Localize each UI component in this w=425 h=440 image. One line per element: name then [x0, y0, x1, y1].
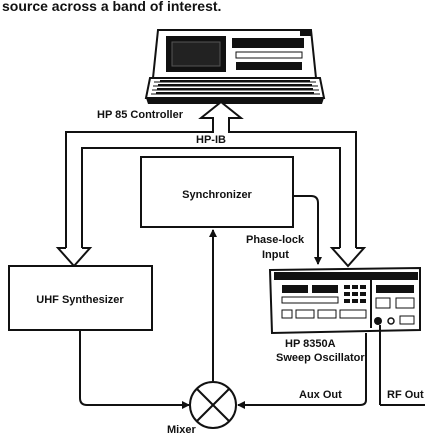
hp-ib-label: HP-IB: [196, 134, 226, 146]
controller-computer-icon: [144, 29, 326, 104]
oscillator-label-line2: Sweep Oscillator: [276, 352, 365, 364]
uhf-synthesizer-label: UHF Synthesizer: [36, 294, 124, 306]
rf-out-label: RF Out: [387, 389, 424, 401]
synchronizer-block: [140, 156, 294, 228]
uhf-synthesizer-block: [8, 265, 153, 331]
synchronizer-label: Synchronizer: [182, 189, 252, 201]
bus-to-oscillator-arrow: [329, 247, 367, 268]
controller-label: HP 85 Controller: [97, 109, 184, 121]
header-text: source across a band of interest.: [2, 0, 221, 14]
bus-to-controller-arrow: [198, 100, 244, 132]
mixer-label: Mixer: [167, 424, 196, 435]
mixer-symbol: [189, 381, 237, 429]
phase-lock-line: [293, 195, 322, 265]
oscillator-label-line1: HP 8350A: [285, 338, 336, 350]
sweep-oscillator-instrument-icon: [268, 266, 421, 335]
phase-lock-label-line2: Input: [262, 249, 289, 261]
bus-to-uhf-arrow: [55, 247, 93, 268]
hp-ib-bus: [65, 131, 357, 250]
aux-out-line: [237, 333, 367, 409]
uhf-to-mixer-line: [79, 330, 190, 409]
aux-out-label: Aux Out: [299, 389, 342, 401]
phase-lock-label-line1: Phase-lock: [246, 234, 305, 246]
